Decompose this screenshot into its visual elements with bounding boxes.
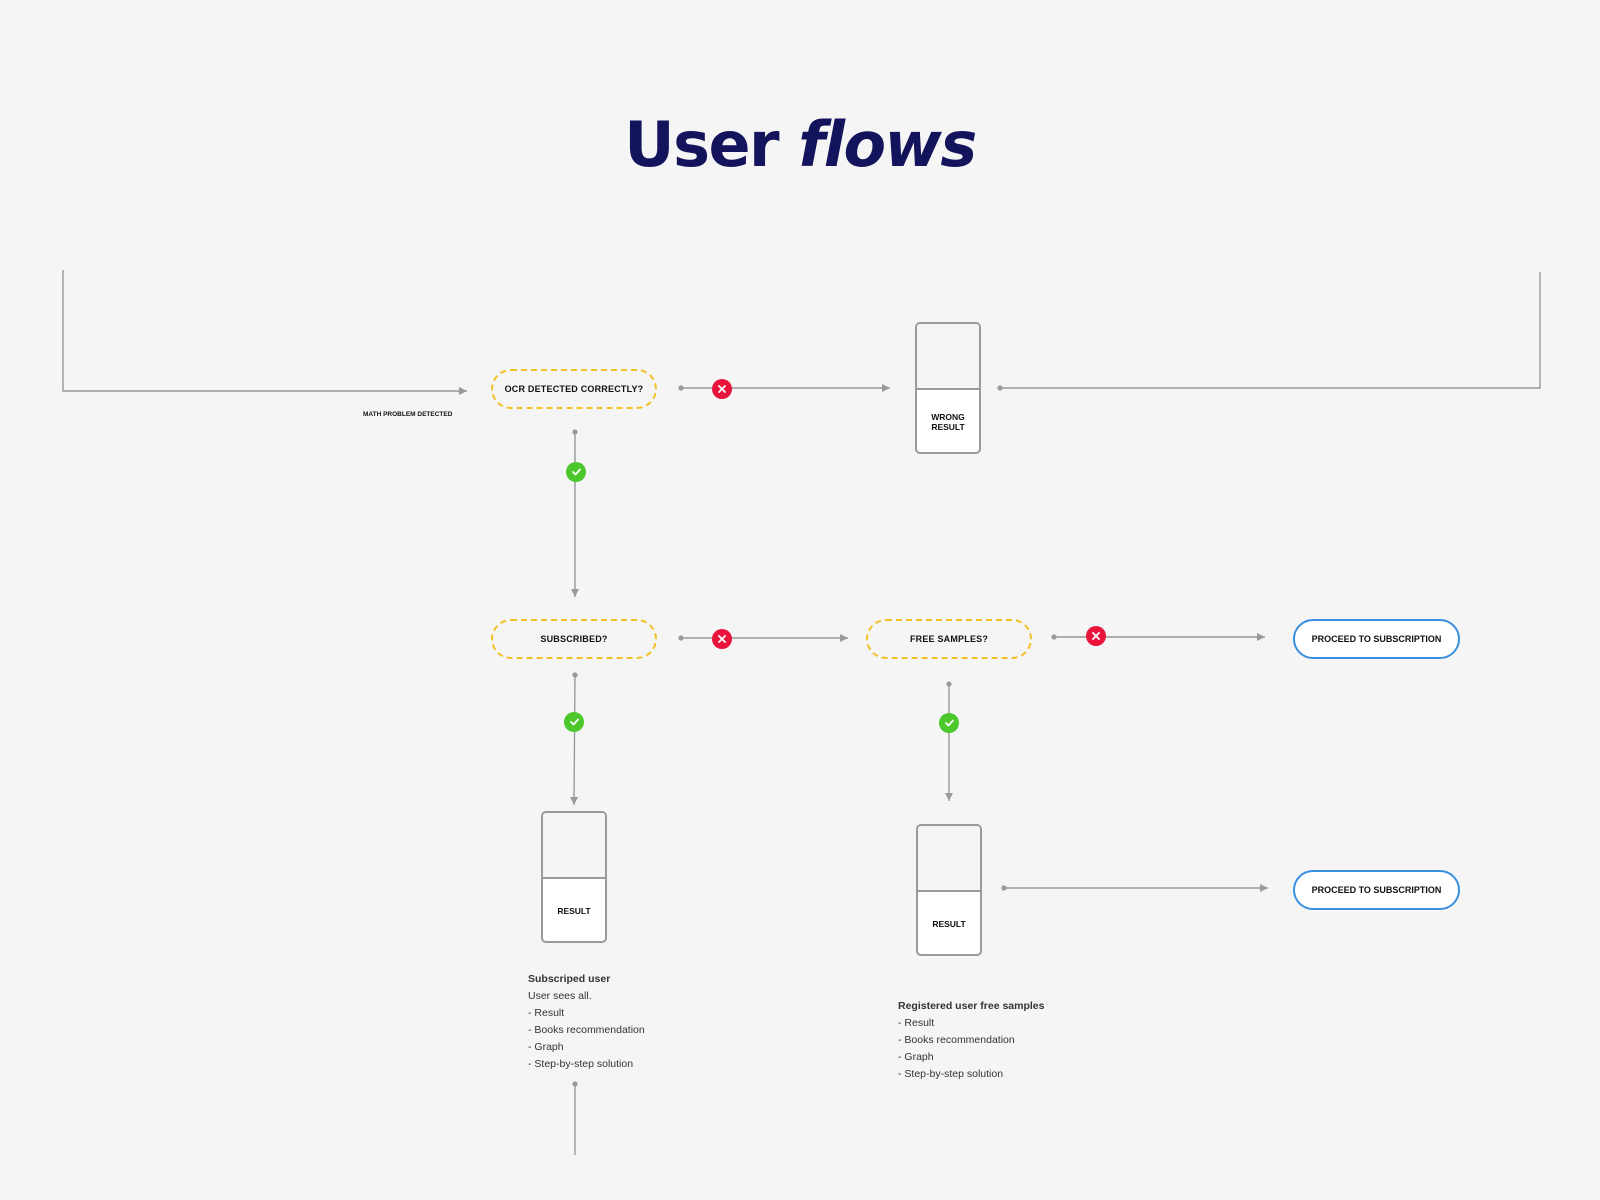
connector-dots bbox=[572, 385, 1057, 1087]
check-icon bbox=[569, 718, 579, 726]
note-line: - Result bbox=[528, 1007, 565, 1019]
note-line: - Books recommendation bbox=[898, 1034, 1015, 1046]
decision-subscribed: SUBSCRIBED? bbox=[491, 619, 657, 659]
yes-badge bbox=[939, 713, 959, 733]
screen-wrong-result: WRONG RESULT bbox=[915, 322, 981, 454]
cross-icon bbox=[718, 385, 726, 393]
note-line: - Step-by-step solution bbox=[528, 1058, 634, 1070]
screen-result-free: RESULT bbox=[916, 824, 982, 956]
note-line: User sees all. bbox=[528, 990, 592, 1002]
page-title: User flows bbox=[0, 108, 1600, 181]
screen-result-subscribed: RESULT bbox=[541, 811, 607, 943]
note-line: - Graph bbox=[528, 1041, 564, 1053]
title-emphasis: flows bbox=[798, 108, 977, 181]
note-list: User sees all. - Result - Books recommenda… bbox=[528, 988, 645, 1073]
phone-screen-area bbox=[917, 324, 979, 390]
note-line: - Graph bbox=[898, 1051, 934, 1063]
no-badge bbox=[712, 379, 732, 399]
note-title: Subscriped user bbox=[528, 973, 611, 985]
subscribed-yes-connector bbox=[570, 674, 579, 806]
decision-ocr: OCR DETECTED CORRECTLY? bbox=[491, 369, 657, 409]
free-samples-note: Registered user free samples - Result - B… bbox=[898, 998, 1045, 1083]
note-title: Registered user free samples bbox=[898, 1000, 1045, 1012]
return-connector bbox=[1000, 272, 1541, 389]
yes-badge bbox=[566, 462, 586, 482]
check-icon bbox=[944, 719, 954, 727]
entry-connector bbox=[62, 270, 467, 395]
phone-screen-area bbox=[918, 826, 980, 892]
check-icon bbox=[571, 468, 581, 476]
screen-label: RESULT bbox=[557, 906, 591, 916]
note-line: - Result bbox=[898, 1017, 935, 1029]
title-main: User bbox=[624, 108, 779, 181]
no-badge bbox=[712, 629, 732, 649]
screen-label-line-2: RESULT bbox=[931, 422, 965, 432]
screen-label: WRONG RESULT bbox=[917, 390, 979, 452]
proceed-to-subscription-button-2[interactable]: PROCEED TO SUBSCRIPTION bbox=[1293, 870, 1460, 910]
subscribed-user-note: Subscriped user User sees all. - Result - … bbox=[528, 971, 645, 1073]
cross-icon bbox=[718, 635, 726, 643]
screen-label: RESULT bbox=[932, 919, 966, 929]
entry-label: MATH PROBLEM DETECTED bbox=[363, 411, 453, 418]
no-badge bbox=[1086, 626, 1106, 646]
yes-badge bbox=[564, 712, 584, 732]
note-line: - Step-by-step solution bbox=[898, 1068, 1004, 1080]
decision-free-samples: FREE SAMPLES? bbox=[866, 619, 1032, 659]
proceed-to-subscription-button-1[interactable]: PROCEED TO SUBSCRIPTION bbox=[1293, 619, 1460, 659]
note-line: - Books recommendation bbox=[528, 1024, 645, 1036]
note-list: - Result - Books recommendation - Graph - S… bbox=[898, 1015, 1045, 1083]
cross-icon bbox=[1092, 632, 1100, 640]
screen-label-line-1: WRONG bbox=[931, 412, 965, 422]
phone-screen-area bbox=[543, 813, 605, 879]
